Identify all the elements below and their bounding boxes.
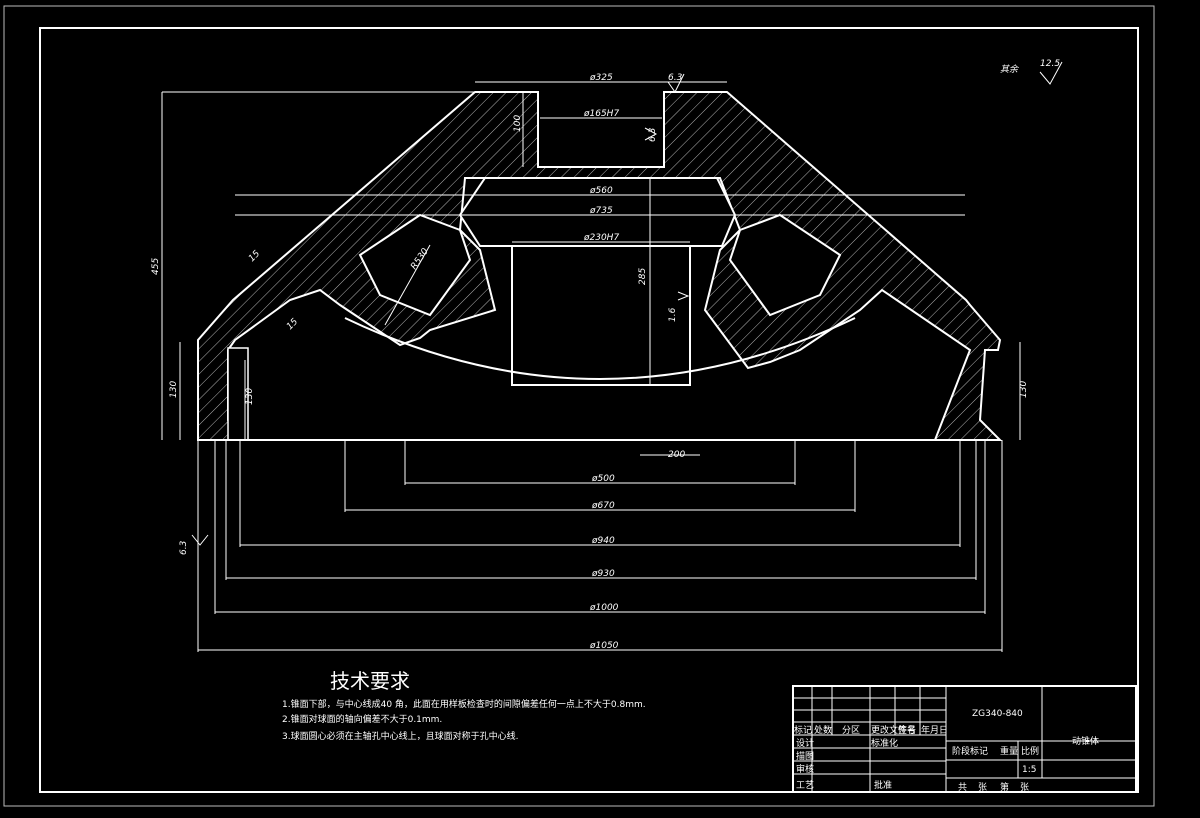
tb-sheet-no: 第 [1000, 781, 1009, 793]
dim-d500: ø500 [591, 474, 615, 484]
dim-d230: ø230H7 [583, 233, 619, 243]
dim-h130-right: 130 [1019, 381, 1029, 398]
dim-d940: ø940 [591, 536, 615, 546]
surface-note-value: 12.5 [1040, 59, 1060, 69]
dim-r63-bore: 6.3 [648, 127, 658, 142]
dim-d670: ø670 [591, 501, 615, 511]
title-block-part-name: 动锥体 [1072, 735, 1099, 747]
dim-w200: 200 [668, 450, 685, 460]
tb-header-doc: 更改文件号 [871, 724, 916, 736]
dim-r16: 1.6 [668, 307, 678, 322]
tb-scale-label: 比例 [1021, 745, 1039, 757]
tb-standardize: 标准化 [871, 737, 898, 749]
dim-h100: 100 [513, 115, 523, 132]
tb-stage-mark: 阶段标记 [952, 745, 988, 757]
dim-d735: ø735 [589, 206, 613, 216]
tb-sheet-unit1: 张 [978, 782, 987, 793]
tb-approve: 批准 [874, 779, 892, 791]
tb-header-mark: 标记 [794, 724, 812, 736]
dim-h455: 455 [151, 258, 161, 275]
tb-header-count: 处数 [814, 724, 832, 736]
dim-h130-inner: 130 [245, 388, 255, 405]
dim-d1000: ø1000 [589, 603, 619, 613]
dim-a15-left2: 15 [285, 317, 300, 332]
dim-d930: ø930 [591, 569, 615, 579]
tb-header-zone: 分区 [842, 725, 860, 736]
tb-process: 工艺 [796, 780, 814, 791]
dim-d1050: ø1050 [589, 641, 619, 651]
outer-frame [3, 5, 1155, 807]
inner-frame [39, 27, 1139, 793]
dim-h285: 285 [638, 268, 648, 285]
dim-a15-left: 15 [247, 249, 262, 264]
tb-sheet-total: 共 [958, 782, 967, 793]
requirement-item-1: 1.锥面下部，与中心线成40 角，此面在用样板检查时的间隙偏差任何一点上不大于0… [282, 698, 646, 710]
cross-section [197, 91, 1003, 441]
tb-draw: 描图 [796, 750, 814, 762]
title-block [792, 685, 1137, 793]
title-block-code: ZG340-840 [972, 709, 1023, 719]
surface-note-label: 其余 [1000, 64, 1019, 75]
requirement-item-3: 3.球面圆心必须在主轴孔中心线上，且球面对称于孔中心线. [282, 730, 518, 742]
tb-sheet-unit2: 张 [1020, 782, 1029, 793]
dim-r63-top: 6.3 [668, 73, 683, 83]
dim-d325: ø325 [589, 73, 613, 83]
dim-h130-left: 130 [169, 381, 179, 398]
requirements-title: 技术要求 [330, 669, 410, 693]
requirement-item-2: 2.锥面对球面的轴向偏差不大于0.1mm. [282, 713, 442, 725]
dim-d165: ø165H7 [583, 109, 619, 119]
tb-header-date: 年月日 [921, 724, 948, 736]
tb-design: 设计 [796, 737, 814, 749]
tb-review: 审核 [796, 763, 814, 775]
tb-scale-value: 1:5 [1022, 765, 1036, 775]
roughness-symbols [191, 61, 1063, 546]
dim-r63-side: 6.3 [179, 540, 189, 555]
dimension-lines [161, 81, 1021, 652]
tb-header-sign: 签名 [898, 724, 916, 736]
dim-d560: ø560 [589, 186, 613, 196]
tb-weight: 重量 [1000, 745, 1018, 757]
